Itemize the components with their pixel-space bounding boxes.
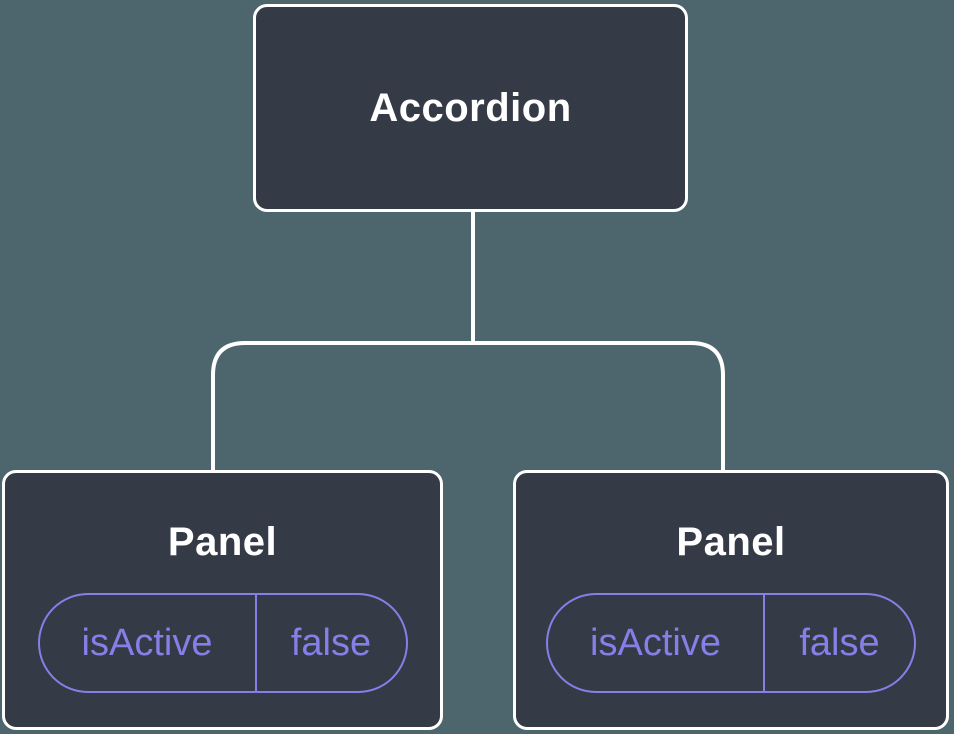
state-key-left: isActive <box>81 622 213 664</box>
node-accordion-label: Accordion <box>369 86 572 130</box>
connector-bracket <box>211 341 725 473</box>
state-pill-right: isActive false <box>546 593 916 693</box>
node-accordion: Accordion <box>253 4 688 212</box>
node-panel-left-label: Panel <box>167 520 278 564</box>
state-value-right: false <box>763 595 914 691</box>
node-panel-right: Panel isActive false <box>513 470 949 730</box>
state-key-right: isActive <box>590 622 721 664</box>
state-value-left: false <box>254 595 406 691</box>
state-pill-left: isActive false <box>37 593 408 693</box>
node-panel-left: Panel isActive false <box>2 470 443 730</box>
node-panel-right-label: Panel <box>676 520 786 564</box>
